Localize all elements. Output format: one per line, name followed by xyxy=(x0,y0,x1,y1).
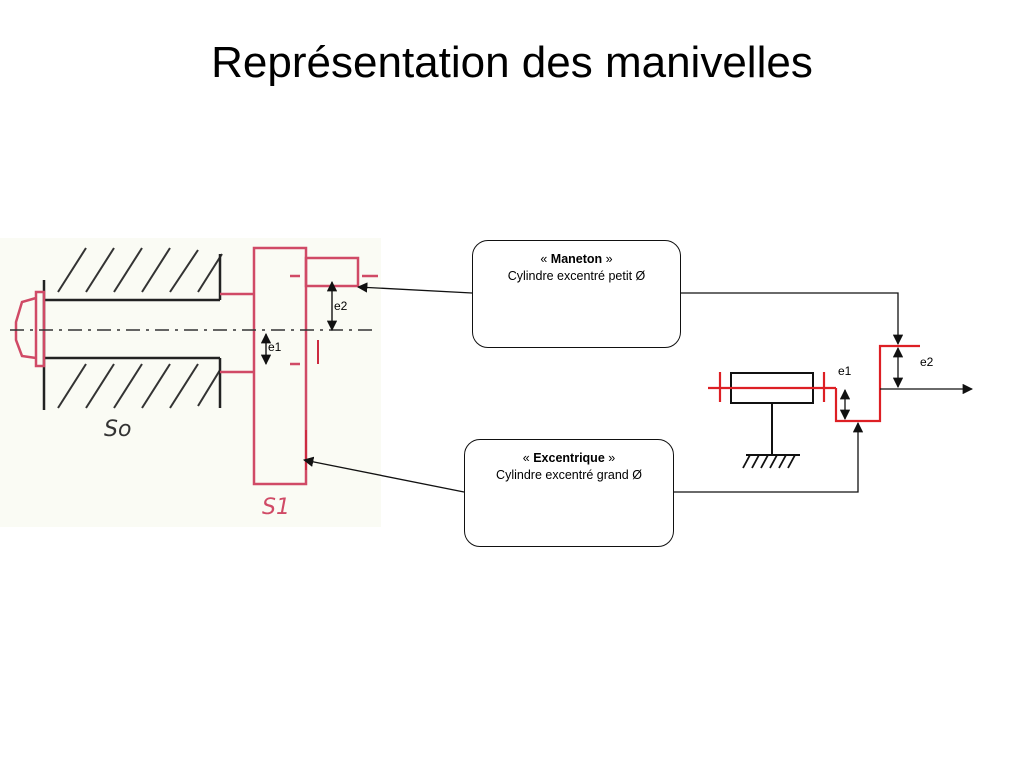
slide-title: Représentation des manivelles xyxy=(211,38,813,87)
callout-maneton: « Maneton » Cylindre excentré petit Ø xyxy=(472,240,681,348)
excentrique-to-sketch-arrow xyxy=(302,456,465,493)
excentrique-to-schematic-arrow xyxy=(674,421,864,493)
crank-shaft xyxy=(708,344,920,423)
callout-excentrique-title: « Excentrique » xyxy=(465,450,673,467)
maneton-to-sketch-arrow xyxy=(356,282,473,294)
callout-maneton-description: Cylindre excentré petit Ø xyxy=(507,269,646,283)
callout-excentrique-close-quote: » xyxy=(604,451,616,465)
callout-excentrique: « Excentrique » Cylindre excentré grand … xyxy=(464,439,674,547)
sketch-shaft-s1 xyxy=(14,246,378,486)
sketch-housing-hatching-bottom xyxy=(57,363,221,409)
callout-maneton-close-quote: » xyxy=(602,252,613,266)
callout-excentrique-term: Excentrique xyxy=(533,451,605,465)
callout-maneton-term: Maneton xyxy=(550,252,603,266)
schematic-label-e1: e1 xyxy=(838,364,852,378)
sketch-label-e2: e2 xyxy=(334,299,348,313)
sketch-drawing: e2 e1 So S1 xyxy=(10,246,378,520)
callout-connectors xyxy=(302,282,904,493)
sketch-label-s0: So xyxy=(104,417,131,442)
callout-maneton-title: « Maneton » xyxy=(473,251,680,268)
sketch-label-s1: S1 xyxy=(262,495,290,520)
callout-excentrique-open-quote: « xyxy=(522,451,534,465)
sketch-shaft-marks xyxy=(305,340,319,470)
sketch-label-e1: e1 xyxy=(268,340,282,354)
maneton-to-schematic-arrow xyxy=(681,292,904,346)
sketch-housing-bore xyxy=(42,254,222,410)
callout-excentrique-description: Cylindre excentré grand Ø xyxy=(496,468,642,482)
sketch-housing-hatching-top xyxy=(57,247,223,293)
kinematic-schematic: e1 e2 xyxy=(708,344,974,469)
schematic-label-e2: e2 xyxy=(920,355,934,369)
ground-hatching xyxy=(742,454,796,469)
callout-maneton-open-quote: « xyxy=(540,252,551,266)
